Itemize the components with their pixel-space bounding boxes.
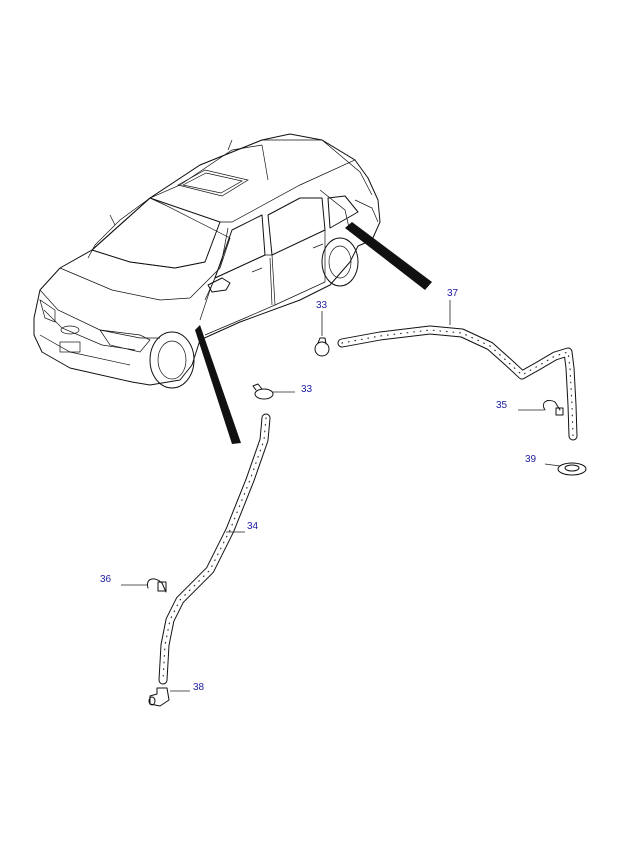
elbow-fitting-38: [148, 687, 170, 707]
grommet-39: [557, 462, 587, 476]
callout-33-lower: 33: [301, 384, 313, 395]
rear-drain-channel: [345, 222, 432, 290]
callout-35: 35: [496, 400, 508, 411]
hose-clamp-33-upper: [314, 337, 330, 357]
car-illustration: [33, 133, 432, 444]
leader-lines: [121, 300, 561, 692]
front-drain-hose: [158, 413, 271, 685]
hose-clamp-36: [146, 578, 167, 593]
callout-34: 34: [247, 521, 259, 532]
callout-33-upper: 33: [316, 300, 328, 311]
rear-drain-hose: [337, 325, 578, 441]
callout-37: 37: [447, 288, 459, 299]
callout-39: 39: [525, 454, 537, 465]
callout-38: 38: [193, 682, 205, 693]
hose-clamp-35: [542, 399, 564, 416]
front-drain-channel: [195, 325, 241, 444]
hose-clamp-33-lower: [252, 383, 274, 400]
callout-36: 36: [100, 574, 112, 585]
